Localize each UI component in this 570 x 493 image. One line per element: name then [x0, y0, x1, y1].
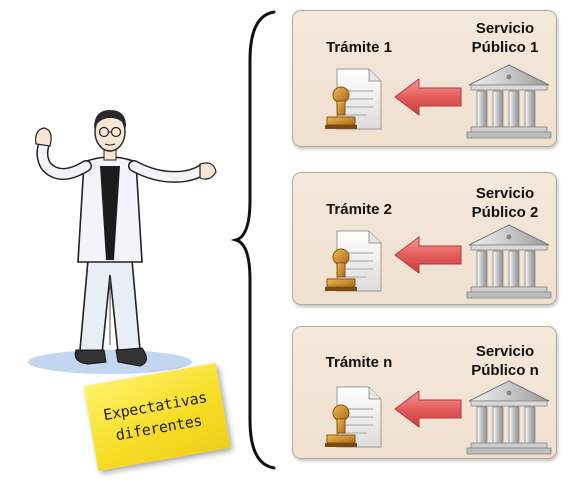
servicio-label-line-1: Servicio [475, 343, 535, 360]
government-building-icon [466, 224, 552, 299]
servicio-label: Servicio Público 2 [455, 184, 555, 222]
shrugging-person-icon [28, 110, 217, 374]
tramite-label: Trámite 1 [326, 39, 392, 56]
servicio-label-line-1: Servicio [475, 20, 535, 37]
curly-brace [230, 10, 276, 470]
stamped-document-icon [325, 68, 382, 130]
tramite-label: Trámite 2 [326, 201, 392, 218]
tramite-panel-3: Trámite n Servicio Público n [292, 326, 557, 459]
tramite-label: Trámite n [325, 354, 393, 371]
servicio-label: Servicio Público n [455, 342, 555, 380]
tramite-panel-2: Trámite 2 Servicio Público 2 [292, 172, 557, 305]
left-arrow-icon [394, 236, 462, 274]
servicio-label: Servicio Público 1 [455, 19, 555, 57]
tramite-panel-1: Trámite 1 Servicio Público 1 [292, 10, 557, 147]
servicio-label-line-2: Público n [471, 362, 539, 379]
government-building-icon [466, 380, 552, 455]
left-arrow-icon [394, 390, 462, 428]
servicio-label-line-1: Servicio [475, 185, 535, 202]
stamped-document-icon [325, 386, 382, 448]
stamped-document-icon [325, 230, 382, 292]
government-building-icon [466, 64, 552, 139]
servicio-label-line-2: Público 2 [471, 204, 539, 221]
left-arrow-icon [394, 78, 462, 116]
servicio-label-line-2: Público 1 [471, 39, 539, 56]
